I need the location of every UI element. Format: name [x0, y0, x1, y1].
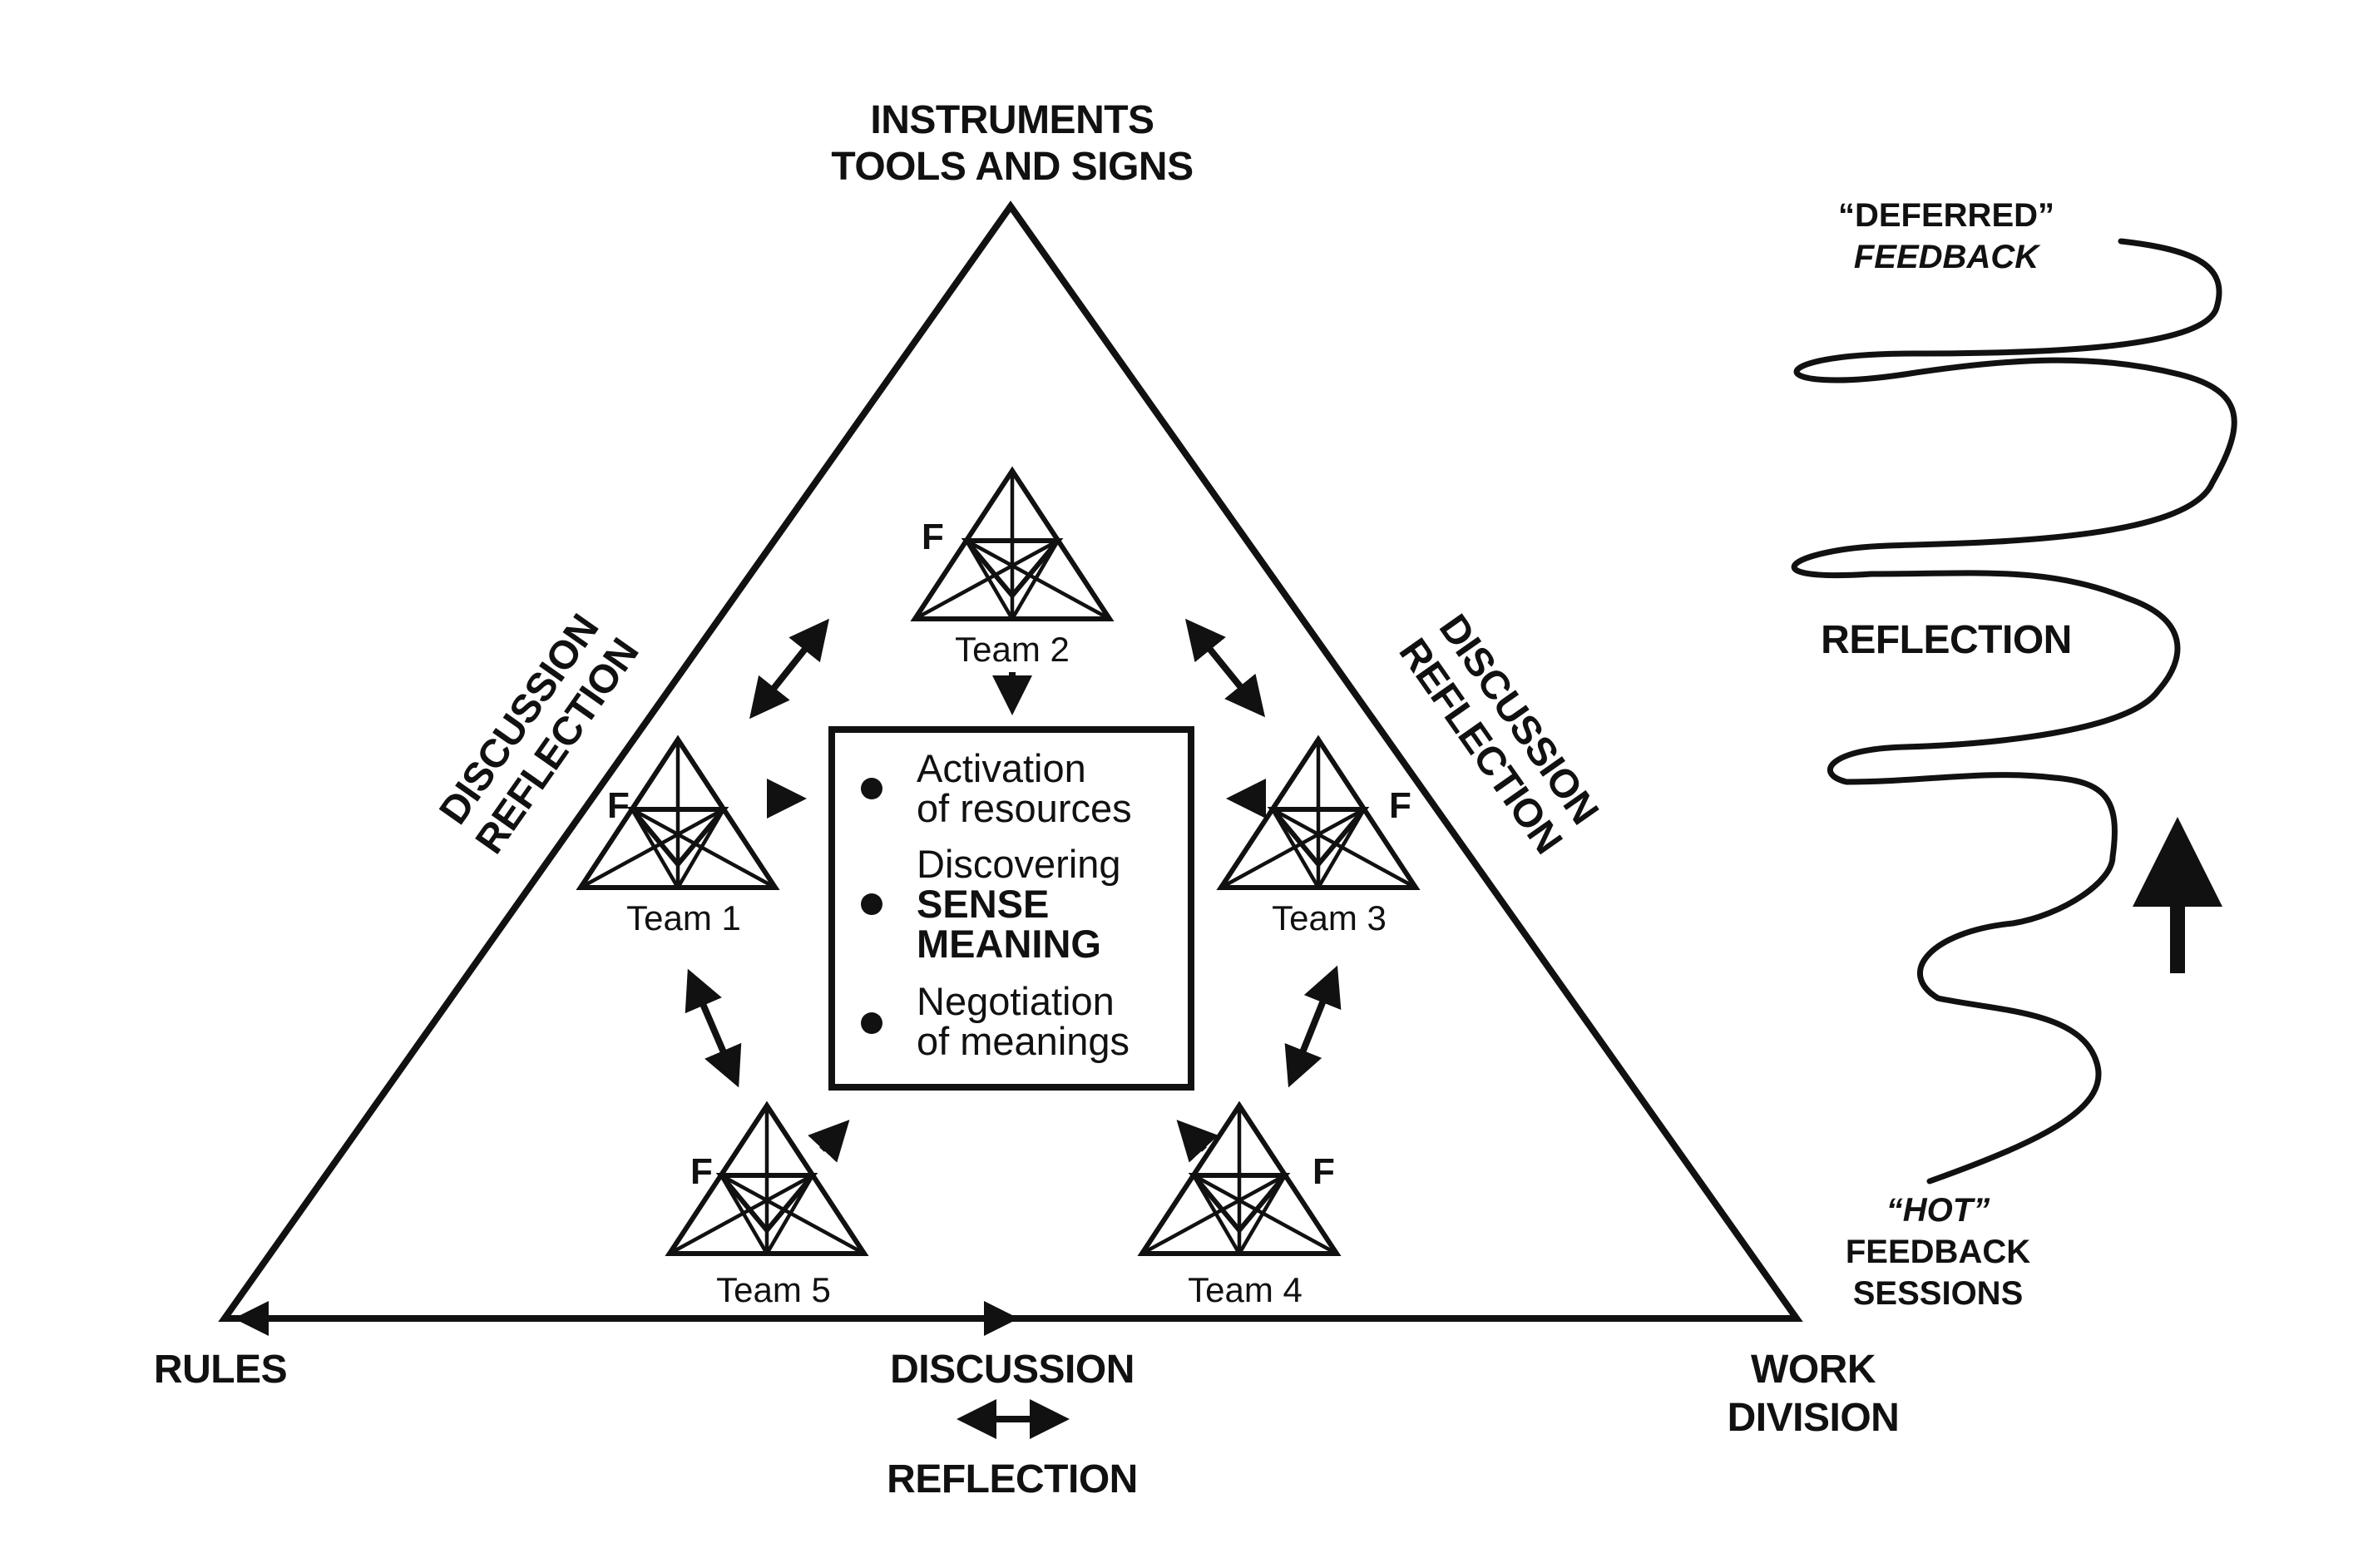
team3-f-marker: F	[1389, 785, 1411, 826]
box-item3-line1: Negotiation	[917, 979, 1115, 1023]
right-edge-label: DISCUSSION REFLECTION	[1391, 607, 1607, 862]
corner-right-line2: DIVISION	[1728, 1396, 1900, 1440]
center-box	[828, 726, 1194, 1091]
team1-label: Team 1	[626, 898, 741, 937]
team3-label: Team 3	[1272, 898, 1387, 937]
spiral-bottom-line1: “HOT”	[1886, 1192, 1990, 1229]
team4-node: F Team 4	[1142, 1106, 1337, 1309]
bottom-discussion-label: DISCUSSION	[890, 1348, 1135, 1392]
box-item3-line2: of meanings	[917, 1019, 1130, 1063]
feedback-spiral	[1791, 238, 2237, 1185]
team4-triangle-icon	[1142, 1106, 1337, 1254]
team2-f-marker: F	[922, 517, 944, 557]
corner-left-label: RULES	[154, 1348, 287, 1392]
team5-label: Team 5	[716, 1270, 831, 1309]
box-item2-line2: SENSE	[917, 882, 1049, 926]
arrow-team3-team4	[1284, 965, 1342, 1088]
arrow-team2-team3	[1184, 618, 1266, 718]
box-item1-line1: Activation	[917, 746, 1086, 790]
team5-f-marker: F	[690, 1151, 713, 1192]
bullet-2	[861, 893, 882, 915]
team2-triangle-icon	[915, 471, 1110, 619]
spiral-top-line2: FEEDBACK	[1854, 239, 2041, 275]
corner-top-line2: TOOLS AND SIGNS	[831, 145, 1193, 189]
spiral-top-line1: “DEFERRED”	[1838, 197, 2054, 234]
team3-triangle-icon	[1221, 739, 1416, 888]
spiral-bottom-line2: FEEDBACK	[1846, 1234, 2030, 1270]
bottom-reflection-label: REFLECTION	[887, 1457, 1138, 1501]
corner-right-line1: WORK	[1751, 1348, 1876, 1392]
team1-f-marker: F	[607, 785, 630, 826]
team4-label: Team 4	[1188, 1270, 1303, 1309]
team2-node: F Team 2	[915, 471, 1110, 669]
arrow-team5-box	[808, 1120, 850, 1163]
team1-node: F Team 1	[581, 739, 775, 937]
team3-node: F Team 3	[1221, 739, 1416, 937]
bullet-3	[861, 1012, 882, 1034]
bullet-1	[861, 778, 882, 799]
team4-f-marker: F	[1312, 1151, 1335, 1192]
box-item2-line1: Discovering	[917, 842, 1121, 886]
team5-node: F Team 5	[670, 1106, 864, 1309]
spiral-middle-label: REFLECTION	[1821, 618, 2072, 662]
team2-label: Team 2	[955, 630, 1070, 669]
arrow-team1-team5	[685, 968, 742, 1088]
box-item1-line2: of resources	[917, 786, 1132, 830]
arrow-team4-box	[1176, 1120, 1219, 1163]
corner-top-line1: INSTRUMENTS	[870, 98, 1154, 142]
connector-arrows	[685, 618, 1342, 1163]
spiral-bottom-line3: SESSIONS	[1853, 1275, 2024, 1312]
box-item2-line3: MEANING	[917, 922, 1101, 966]
arrow-team1-team2	[749, 618, 829, 720]
